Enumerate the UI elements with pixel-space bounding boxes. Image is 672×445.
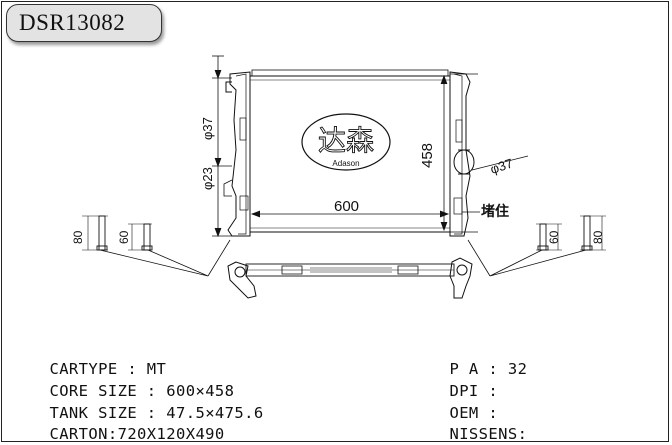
outlet-dia-leader <box>471 155 529 171</box>
left-bracket-leader <box>99 249 209 277</box>
height-dimension <box>440 73 478 233</box>
spec-carton: CARTON:720X120X490 <box>30 407 225 443</box>
left-inlet-dia-label: φ37 <box>200 117 215 140</box>
spec-core-size: CORE SIZE : 600×458 <box>30 364 234 400</box>
spec-pa: P A : 32 <box>430 342 527 378</box>
spec-value: 720X120X490 <box>117 425 225 443</box>
lower-right-pipe <box>449 257 473 299</box>
spec-value: 47.5×475.6 <box>166 404 264 422</box>
right-bracket-outer-dim: 80 <box>591 230 605 244</box>
right-outlet-pipe <box>453 149 475 175</box>
spec-label: TANK SIZE : <box>49 404 167 422</box>
spec-cartype: CARTYPE : MT <box>30 342 166 378</box>
outlet-dia-label: φ37 <box>488 156 514 177</box>
spec-label: CARTYPE : <box>49 360 147 378</box>
logo-chinese: 达森 <box>318 124 374 157</box>
width-dimension <box>250 210 450 218</box>
width-dim-label: 600 <box>334 198 359 215</box>
spec-value: MT <box>146 360 167 378</box>
spec-value: 32 <box>507 360 528 378</box>
left-bracket-inner-dim: 60 <box>117 230 131 244</box>
left-bracket-outer-dim: 80 <box>71 230 85 244</box>
spec-value: 600×458 <box>166 382 235 400</box>
part-number: DSR13082 <box>19 10 126 35</box>
lower-dia-label: φ23 <box>200 167 215 190</box>
plug-label: 堵住 <box>481 203 509 220</box>
right-bracket-inner-dim: 60 <box>547 230 561 244</box>
part-number-tab: DSR13082 <box>6 4 162 42</box>
spec-label: P A : <box>449 360 508 378</box>
logo-english: Adason <box>332 159 359 168</box>
right-tank <box>449 71 471 237</box>
right-bracket-inner <box>536 223 562 251</box>
spec-tank-size: TANK SIZE : 47.5×475.6 <box>30 386 264 422</box>
spec-label: OEM : <box>449 404 508 422</box>
spec-oem: OEM : <box>430 386 508 422</box>
bottom-rail <box>245 263 455 277</box>
adason-logo: 达森 Adason <box>301 113 391 171</box>
spec-dpi: DPI : <box>430 364 508 400</box>
spec-nissens: NISSENS: <box>430 407 527 443</box>
spec-label: CARTON: <box>49 425 118 443</box>
left-pipe-dimensions <box>212 55 232 238</box>
left-tank <box>227 71 251 237</box>
spec-label: DPI : <box>449 382 508 400</box>
left-bracket-inner <box>128 223 153 251</box>
lower-left-pipe <box>227 261 257 299</box>
height-dim-label: 458 <box>419 143 436 168</box>
right-bracket-outer <box>580 215 606 251</box>
left-inlet-pipe <box>225 81 232 93</box>
spec-label: CORE SIZE : <box>49 382 167 400</box>
left-bracket-outer <box>82 215 108 251</box>
right-bracket-leader <box>489 249 587 277</box>
spec-label: NISSENS: <box>449 425 528 443</box>
